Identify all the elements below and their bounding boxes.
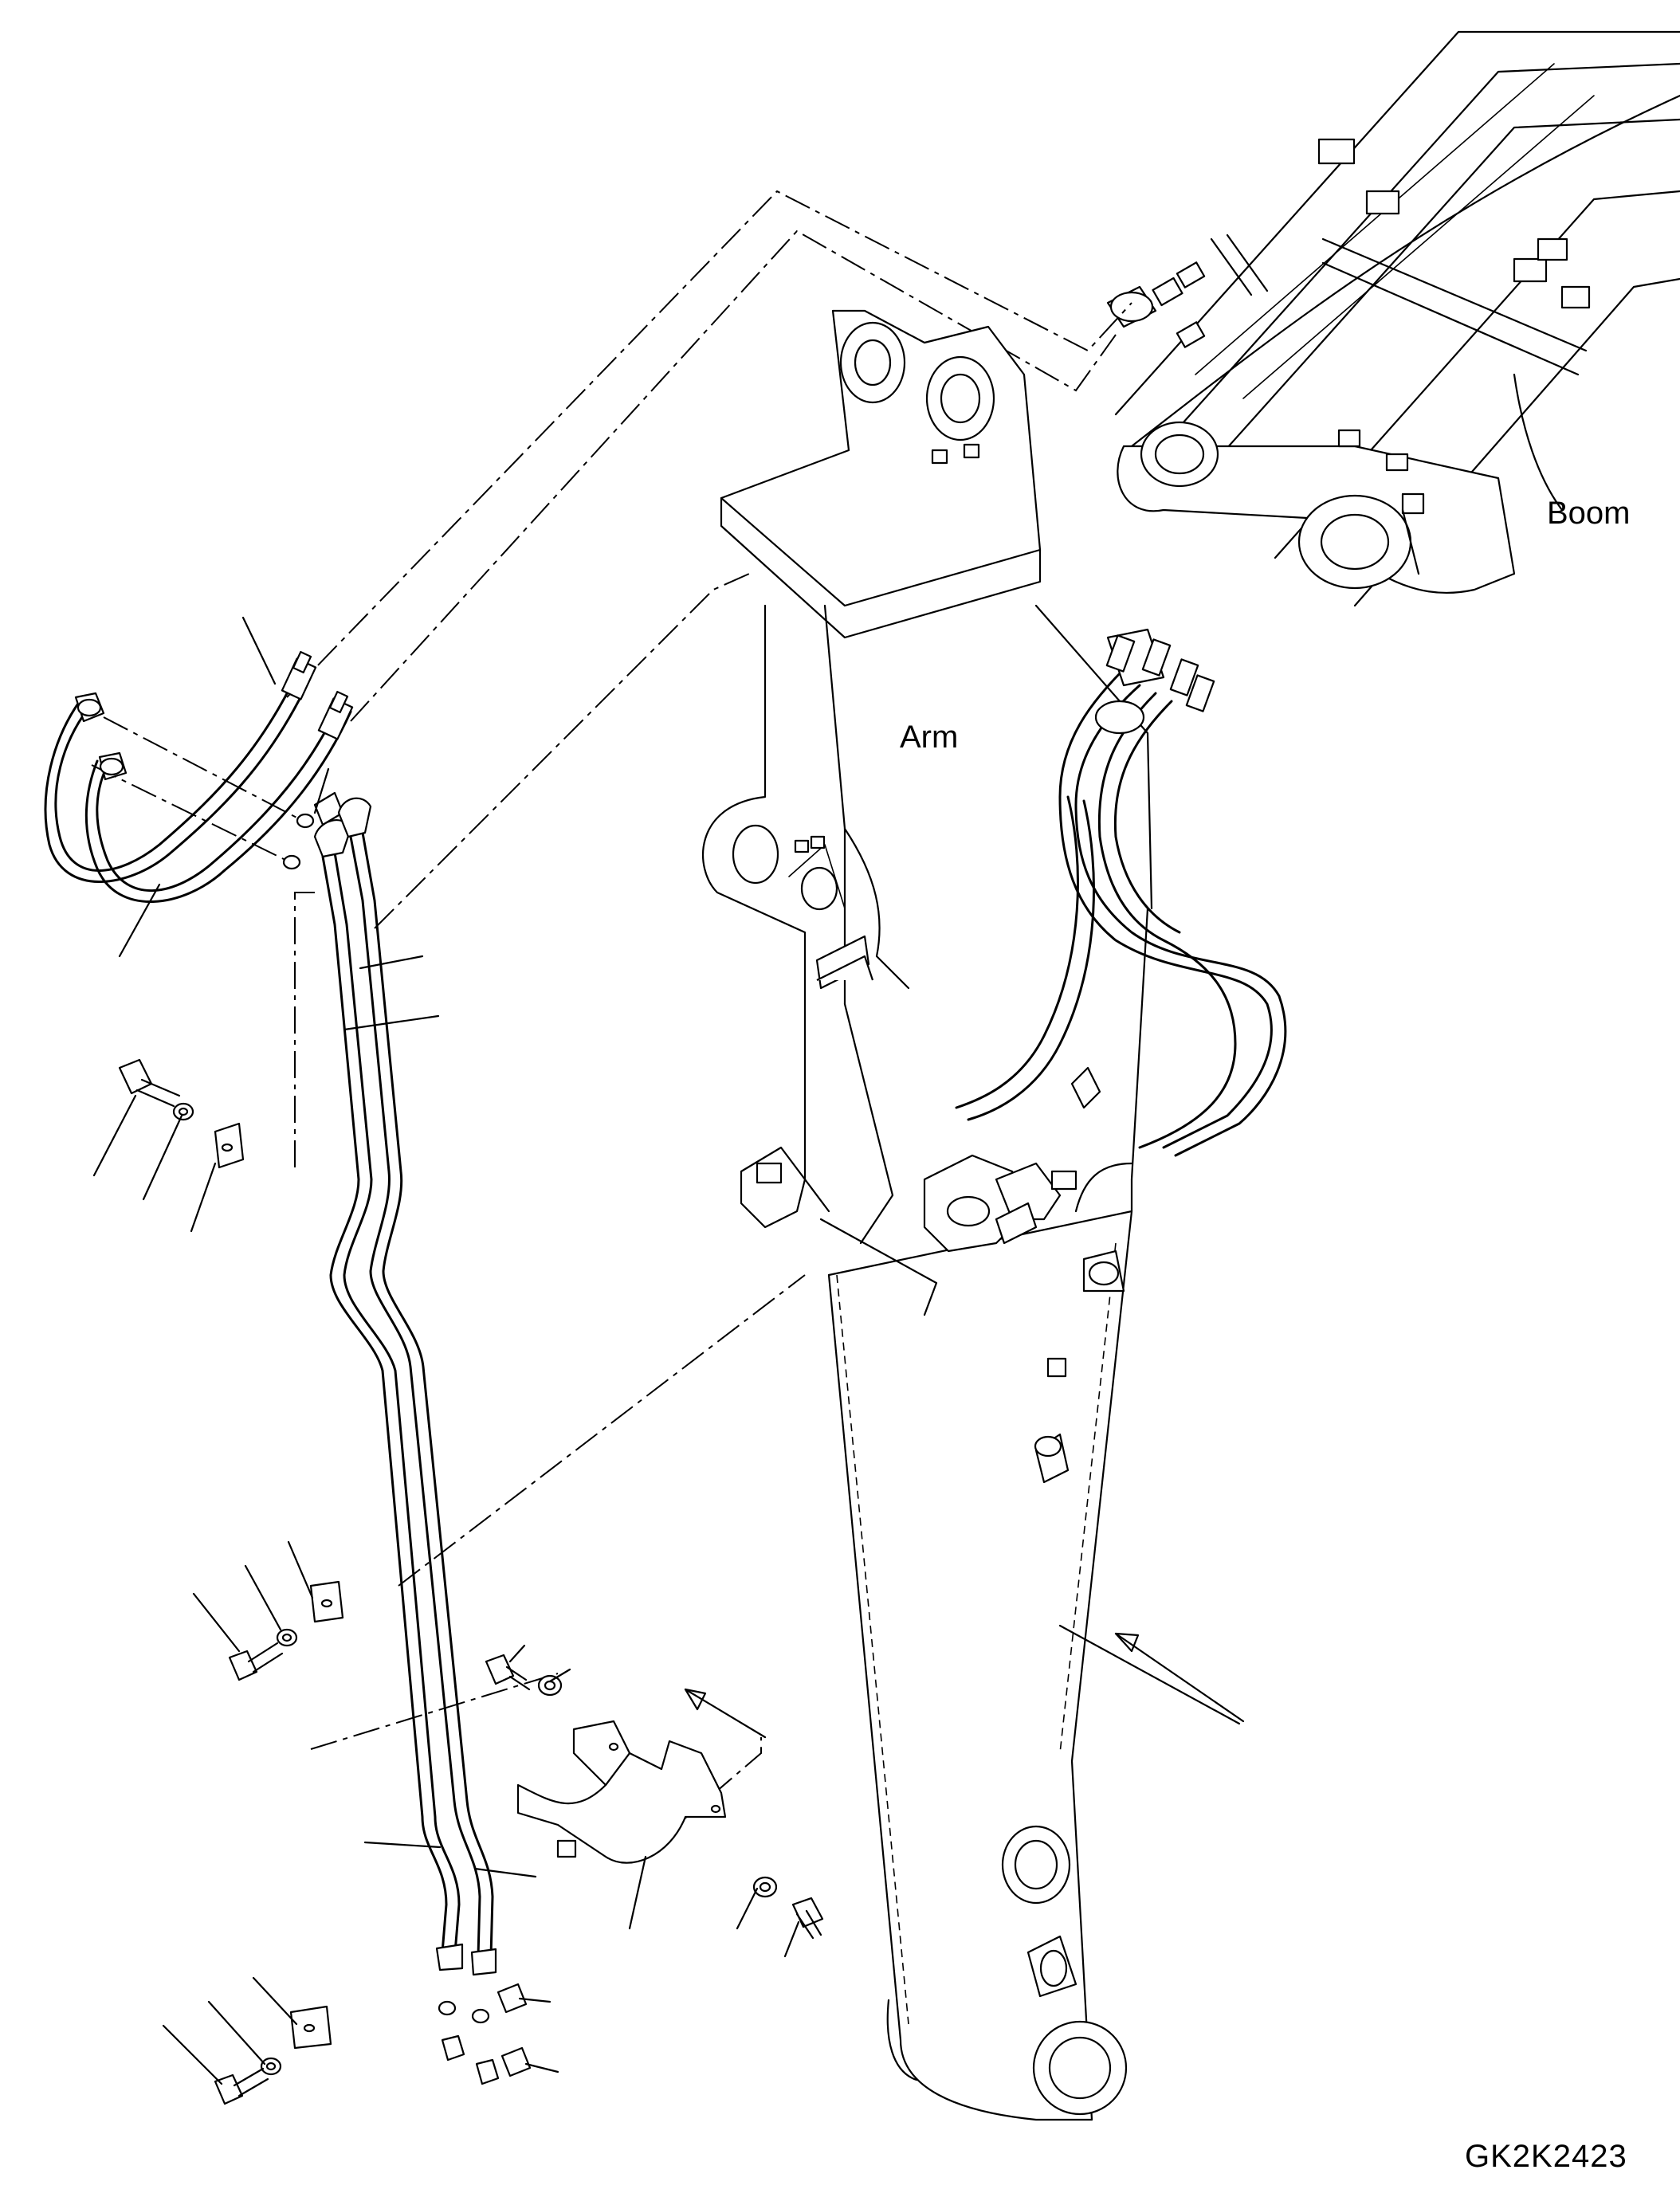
hose-assembly-left xyxy=(44,650,532,2085)
arm-label: Arm xyxy=(900,720,959,755)
boom-label: Boom xyxy=(1547,496,1631,531)
arm-hoses xyxy=(955,628,1287,1245)
drawing-code: GK2K2423 xyxy=(1465,2139,1627,2174)
callout-leaders xyxy=(92,616,1241,2085)
hardware-parts xyxy=(118,1058,1245,2105)
boom-assembly xyxy=(1106,30,1680,607)
arm-assembly xyxy=(702,309,1153,2121)
